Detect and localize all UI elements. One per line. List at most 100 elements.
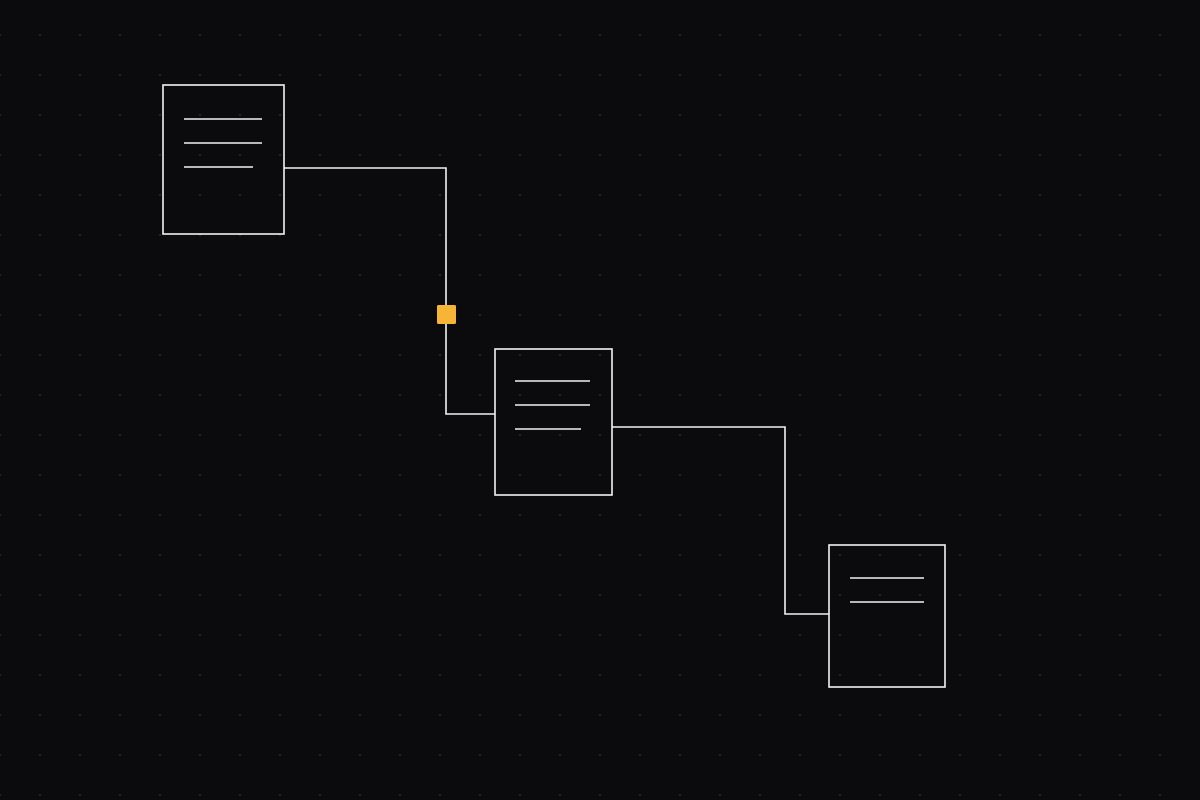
grid-dot: [559, 554, 561, 556]
grid-dot: [599, 594, 601, 596]
grid-dot: [639, 274, 641, 276]
grid-dot: [79, 194, 81, 196]
grid-dot: [279, 514, 281, 516]
grid-dot: [839, 114, 841, 116]
grid-dot: [439, 754, 441, 756]
grid-dot: [359, 314, 361, 316]
grid-dot: [0, 514, 1, 516]
grid-dot: [439, 274, 441, 276]
grid-dot: [959, 634, 961, 636]
grid-dot: [959, 554, 961, 556]
grid-dot: [839, 714, 841, 716]
grid-dot: [799, 154, 801, 156]
grid-dot: [959, 194, 961, 196]
grid-dot: [1079, 314, 1081, 316]
grid-dot: [0, 754, 1, 756]
grid-dot: [919, 714, 921, 716]
grid-dot: [519, 794, 521, 796]
grid-dot: [0, 274, 1, 276]
grid-dot: [1079, 154, 1081, 156]
grid-dot: [919, 154, 921, 156]
connector-marker-square[interactable]: [437, 305, 456, 324]
grid-dot: [439, 714, 441, 716]
grid-dot: [839, 274, 841, 276]
grid-dot: [1079, 794, 1081, 796]
grid-dot: [119, 554, 121, 556]
grid-dot: [919, 514, 921, 516]
grid-dot: [159, 234, 161, 236]
grid-dot: [519, 274, 521, 276]
grid-dot: [119, 354, 121, 356]
grid-dot: [159, 194, 161, 196]
grid-dot: [1119, 794, 1121, 796]
grid-dot: [639, 74, 641, 76]
grid-dot: [839, 394, 841, 396]
grid-dot: [799, 434, 801, 436]
grid-dot: [919, 594, 921, 596]
grid-dot: [519, 634, 521, 636]
grid-dot: [519, 194, 521, 196]
grid-dot: [359, 794, 361, 796]
grid-dot: [479, 474, 481, 476]
grid-dot: [719, 34, 721, 36]
grid-dot: [159, 314, 161, 316]
grid-dot: [199, 34, 201, 36]
grid-dot: [879, 714, 881, 716]
grid-dot: [239, 434, 241, 436]
grid-dot: [719, 554, 721, 556]
grid-dot: [759, 74, 761, 76]
grid-dot: [999, 354, 1001, 356]
grid-dot: [39, 314, 41, 316]
grid-dot: [119, 114, 121, 116]
grid-dot: [359, 594, 361, 596]
grid-dot: [0, 34, 1, 36]
grid-dot: [79, 594, 81, 596]
grid-dot: [1039, 474, 1041, 476]
grid-dot: [479, 34, 481, 36]
grid-dot: [999, 714, 1001, 716]
grid-dot: [719, 594, 721, 596]
grid-dot: [79, 274, 81, 276]
grid-dot: [1079, 34, 1081, 36]
grid-dot: [559, 394, 561, 396]
grid-dot: [679, 114, 681, 116]
grid-dot: [479, 634, 481, 636]
grid-dot: [319, 634, 321, 636]
grid-dot: [279, 114, 281, 116]
grid-dot: [199, 554, 201, 556]
grid-dot: [519, 514, 521, 516]
grid-dot: [79, 234, 81, 236]
grid-dot: [799, 474, 801, 476]
document-node-2[interactable]: [494, 348, 613, 496]
grid-dot: [199, 354, 201, 356]
document-node-1[interactable]: [162, 84, 285, 235]
grid-dot: [1159, 474, 1161, 476]
grid-dot: [1119, 194, 1121, 196]
document-node-3[interactable]: [828, 544, 946, 688]
connector-doc-2-to-doc-3: [612, 426, 829, 615]
grid-dot: [119, 474, 121, 476]
grid-dot: [919, 674, 921, 676]
grid-dot: [1039, 274, 1041, 276]
grid-dot: [279, 74, 281, 76]
grid-dot: [999, 394, 1001, 396]
grid-dot: [639, 314, 641, 316]
grid-dot: [159, 114, 161, 116]
grid-dot: [239, 114, 241, 116]
grid-dot: [159, 74, 161, 76]
grid-dot: [679, 354, 681, 356]
grid-dot: [519, 394, 521, 396]
grid-dot: [39, 714, 41, 716]
grid-dot: [759, 594, 761, 596]
grid-dot: [119, 314, 121, 316]
grid-dot: [839, 34, 841, 36]
grid-dot: [839, 514, 841, 516]
grid-dot: [719, 674, 721, 676]
grid-dot: [639, 194, 641, 196]
grid-dot: [0, 154, 1, 156]
grid-dot: [1079, 74, 1081, 76]
grid-dot: [479, 714, 481, 716]
grid-dot: [39, 594, 41, 596]
grid-dot: [959, 274, 961, 276]
grid-dot: [479, 434, 481, 436]
